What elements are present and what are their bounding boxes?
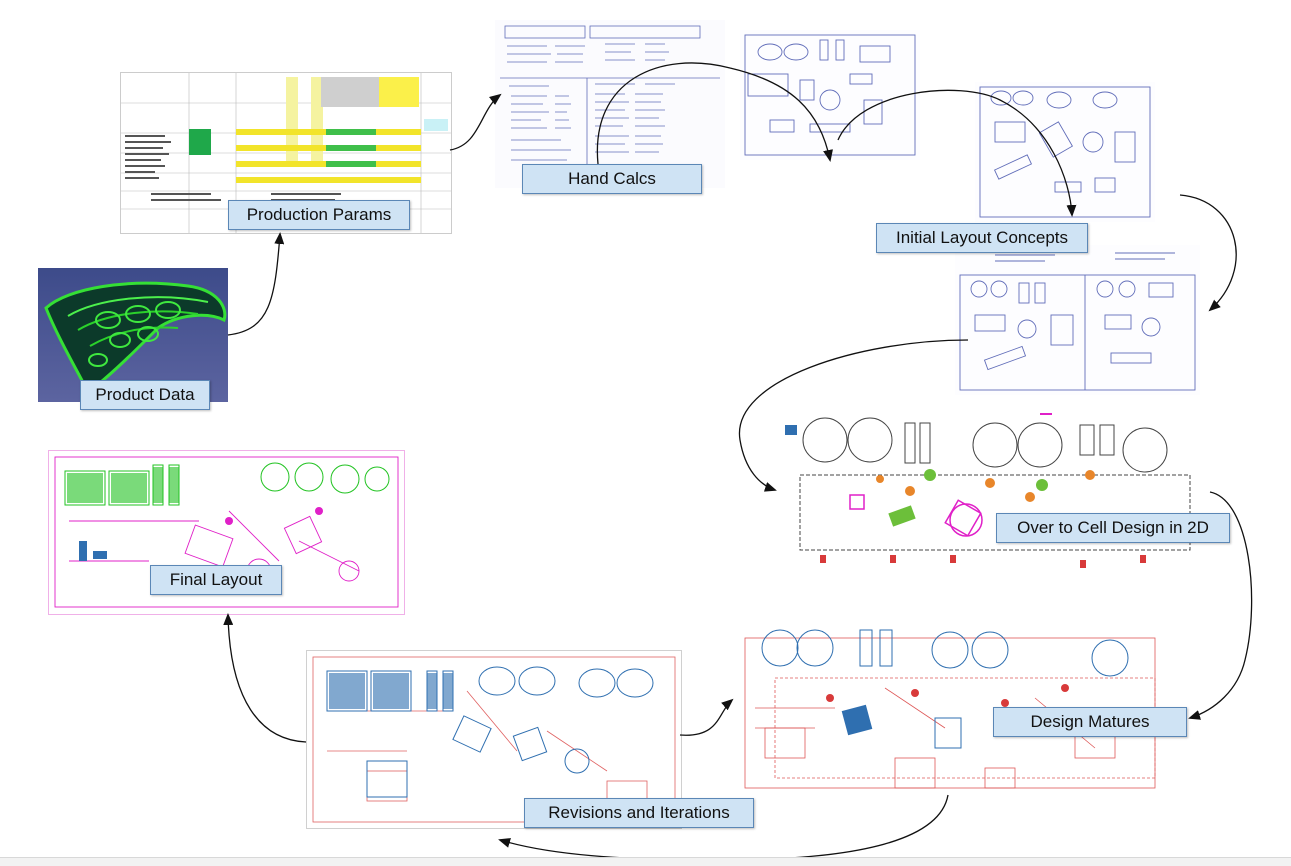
stage-final-layout: Final Layout xyxy=(150,565,282,595)
initial-layout-sketch-1 xyxy=(740,30,920,160)
arrow-matures-to-revisions xyxy=(498,794,949,861)
product-data-image xyxy=(38,268,228,402)
cell-design-2d-image xyxy=(780,405,1200,585)
arrow-handcalcs-to-concepts xyxy=(596,62,833,165)
stage-hand-calcs: Hand Calcs xyxy=(522,164,702,194)
arrow-concepts-to-sketch3 xyxy=(1179,194,1237,312)
arrow-celldesign-to-matures xyxy=(1188,491,1253,720)
stage-product-data: Product Data xyxy=(80,380,210,410)
arrow-params-to-handcalcs xyxy=(449,93,502,151)
stage-revisions: Revisions and Iterations xyxy=(524,798,754,828)
initial-layout-sketch-2 xyxy=(975,82,1155,222)
arrow-revisions-to-matures xyxy=(679,698,734,736)
stage-cell-design-2d: Over to Cell Design in 2D xyxy=(996,513,1230,543)
arrow-revisions-to-final xyxy=(223,613,307,743)
stage-production-params: Production Params xyxy=(228,200,410,230)
arrow-product-to-params xyxy=(227,232,285,336)
arrow-concepts-down xyxy=(837,89,1077,217)
stage-design-matures: Design Matures xyxy=(993,707,1187,737)
arrow-sketch3-to-celldesign xyxy=(738,339,969,492)
initial-layout-sketch-3 xyxy=(955,245,1200,395)
stage-initial-layout-concepts: Initial Layout Concepts xyxy=(876,223,1088,253)
hand-calcs-image xyxy=(495,20,725,188)
bottom-rule xyxy=(0,857,1291,866)
revisions-image xyxy=(306,650,682,829)
